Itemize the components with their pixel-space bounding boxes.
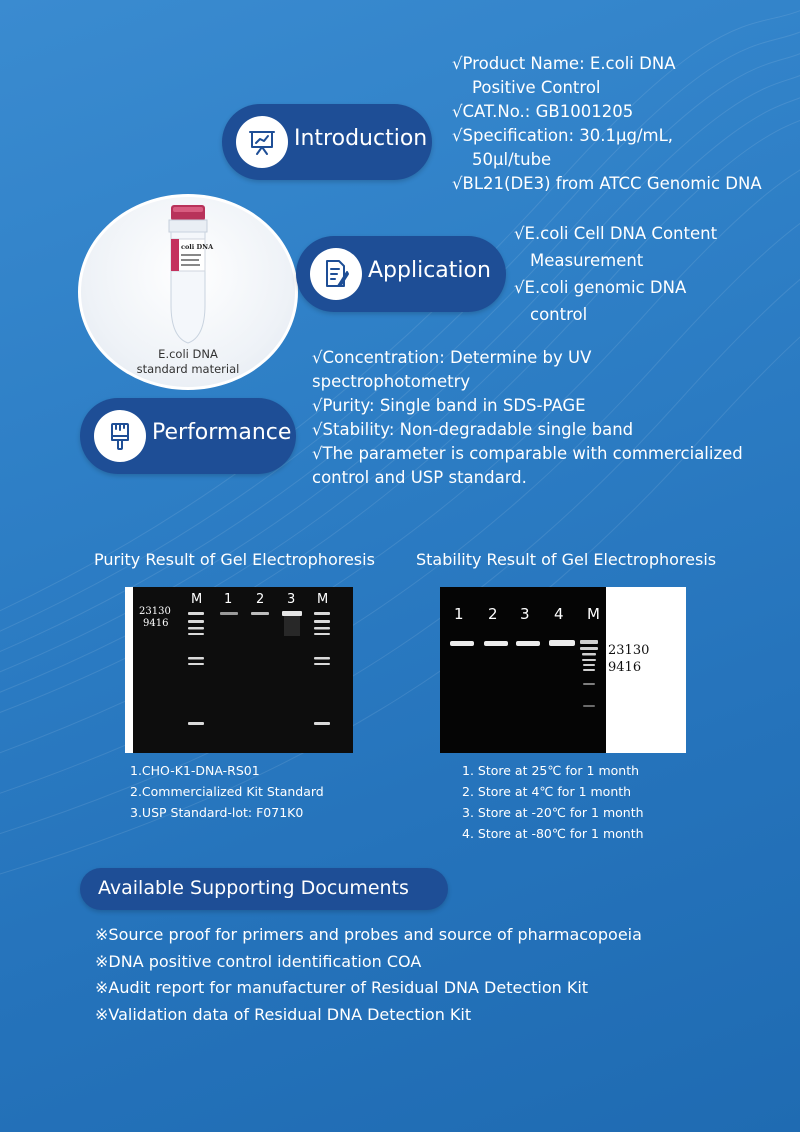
list-item: √Purity: Single band in SDS-PAGE <box>312 396 586 415</box>
list-item: ※DNA positive control identification COA <box>95 951 422 971</box>
gel-lane-label: 1 <box>224 592 232 607</box>
gel-lane-label: 2 <box>488 605 498 623</box>
list-item: 3. Store at -20℃ for 1 month <box>462 805 644 820</box>
gel-size-marker: 23130 <box>139 606 171 617</box>
list-item: 2.Commercialized Kit Standard <box>130 784 324 799</box>
dna-tube-image: coli DNA <box>168 205 214 344</box>
performance-pill: Performance <box>80 398 296 474</box>
document-pen-icon <box>310 248 362 300</box>
tube-label: coli DNA <box>181 243 214 251</box>
list-item: √Specification: 30.1μg/mL,50μl/tube <box>452 126 674 169</box>
gel-lane-label: M <box>587 605 600 623</box>
gel-size-marker: 23130 <box>608 643 649 658</box>
gel-lane-label: M <box>317 592 328 607</box>
paint-brush-icon <box>94 410 146 462</box>
application-pill: Application <box>296 236 506 312</box>
performance-label: Performance <box>152 420 292 445</box>
list-item: 1. Store at 25℃ for 1 month <box>462 763 640 778</box>
list-item: √BL21(DE3) from ATCC Genomic DNA <box>452 174 762 193</box>
gel-lane-label: 2 <box>256 592 264 607</box>
stability-gel-legend: 1. Store at 25℃ for 1 month 2. Store at … <box>462 760 644 844</box>
gel-lane-label: M <box>191 592 202 607</box>
documents-banner: Available Supporting Documents <box>80 868 448 910</box>
gel-lane-label: 4 <box>554 605 564 623</box>
list-item: 1.CHO-K1-DNA-RS01 <box>130 763 260 778</box>
gel-lane-label: 3 <box>520 605 530 623</box>
list-item: ※Audit report for manufacturer of Residu… <box>95 978 589 997</box>
photo-caption: E.coli DNA standard material <box>136 347 240 376</box>
stability-gel-title: Stability Result of Gel Electrophoresis <box>416 550 717 569</box>
documents-title: Available Supporting Documents <box>98 877 409 899</box>
documents-list: ※Source proof for primers and probes and… <box>95 922 642 1028</box>
list-item: √CAT.No.: GB1001205 <box>452 102 634 121</box>
list-item: ※Source proof for primers and probes and… <box>95 925 642 944</box>
presentation-board-icon <box>236 116 288 168</box>
gel-size-marker: 9416 <box>608 660 641 675</box>
gel-lane-label: 3 <box>287 592 295 607</box>
list-item: √The parameter is comparable with commer… <box>312 444 743 487</box>
product-photo: coli DNA E.coli DNA standard material <box>78 194 298 390</box>
gel-size-marker: 9416 <box>143 618 168 629</box>
list-item: 2. Store at 4℃ for 1 month <box>462 784 632 799</box>
list-item: ※Validation data of Residual DNA Detecti… <box>95 1004 472 1024</box>
gel-lane-label: 1 <box>454 605 464 623</box>
purity-gel-legend: 1.CHO-K1-DNA-RS01 2.Commercialized Kit S… <box>130 760 324 823</box>
list-item: 3.USP Standard-lot: F071K0 <box>130 805 304 820</box>
purity-gel-title: Purity Result of Gel Electrophoresis <box>94 550 375 569</box>
introduction-pill: Introduction <box>222 104 432 180</box>
purity-gel-image: M 1 2 3 M 23130 9416 <box>125 587 353 753</box>
list-item: 4. Store at -80℃ for 1 month <box>462 826 644 841</box>
stability-gel-image: 1 2 3 4 M 23130 9416 <box>440 587 686 753</box>
application-label: Application <box>368 258 491 283</box>
list-item: √Stability: Non-degradable single band <box>312 420 634 439</box>
introduction-label: Introduction <box>294 126 428 151</box>
